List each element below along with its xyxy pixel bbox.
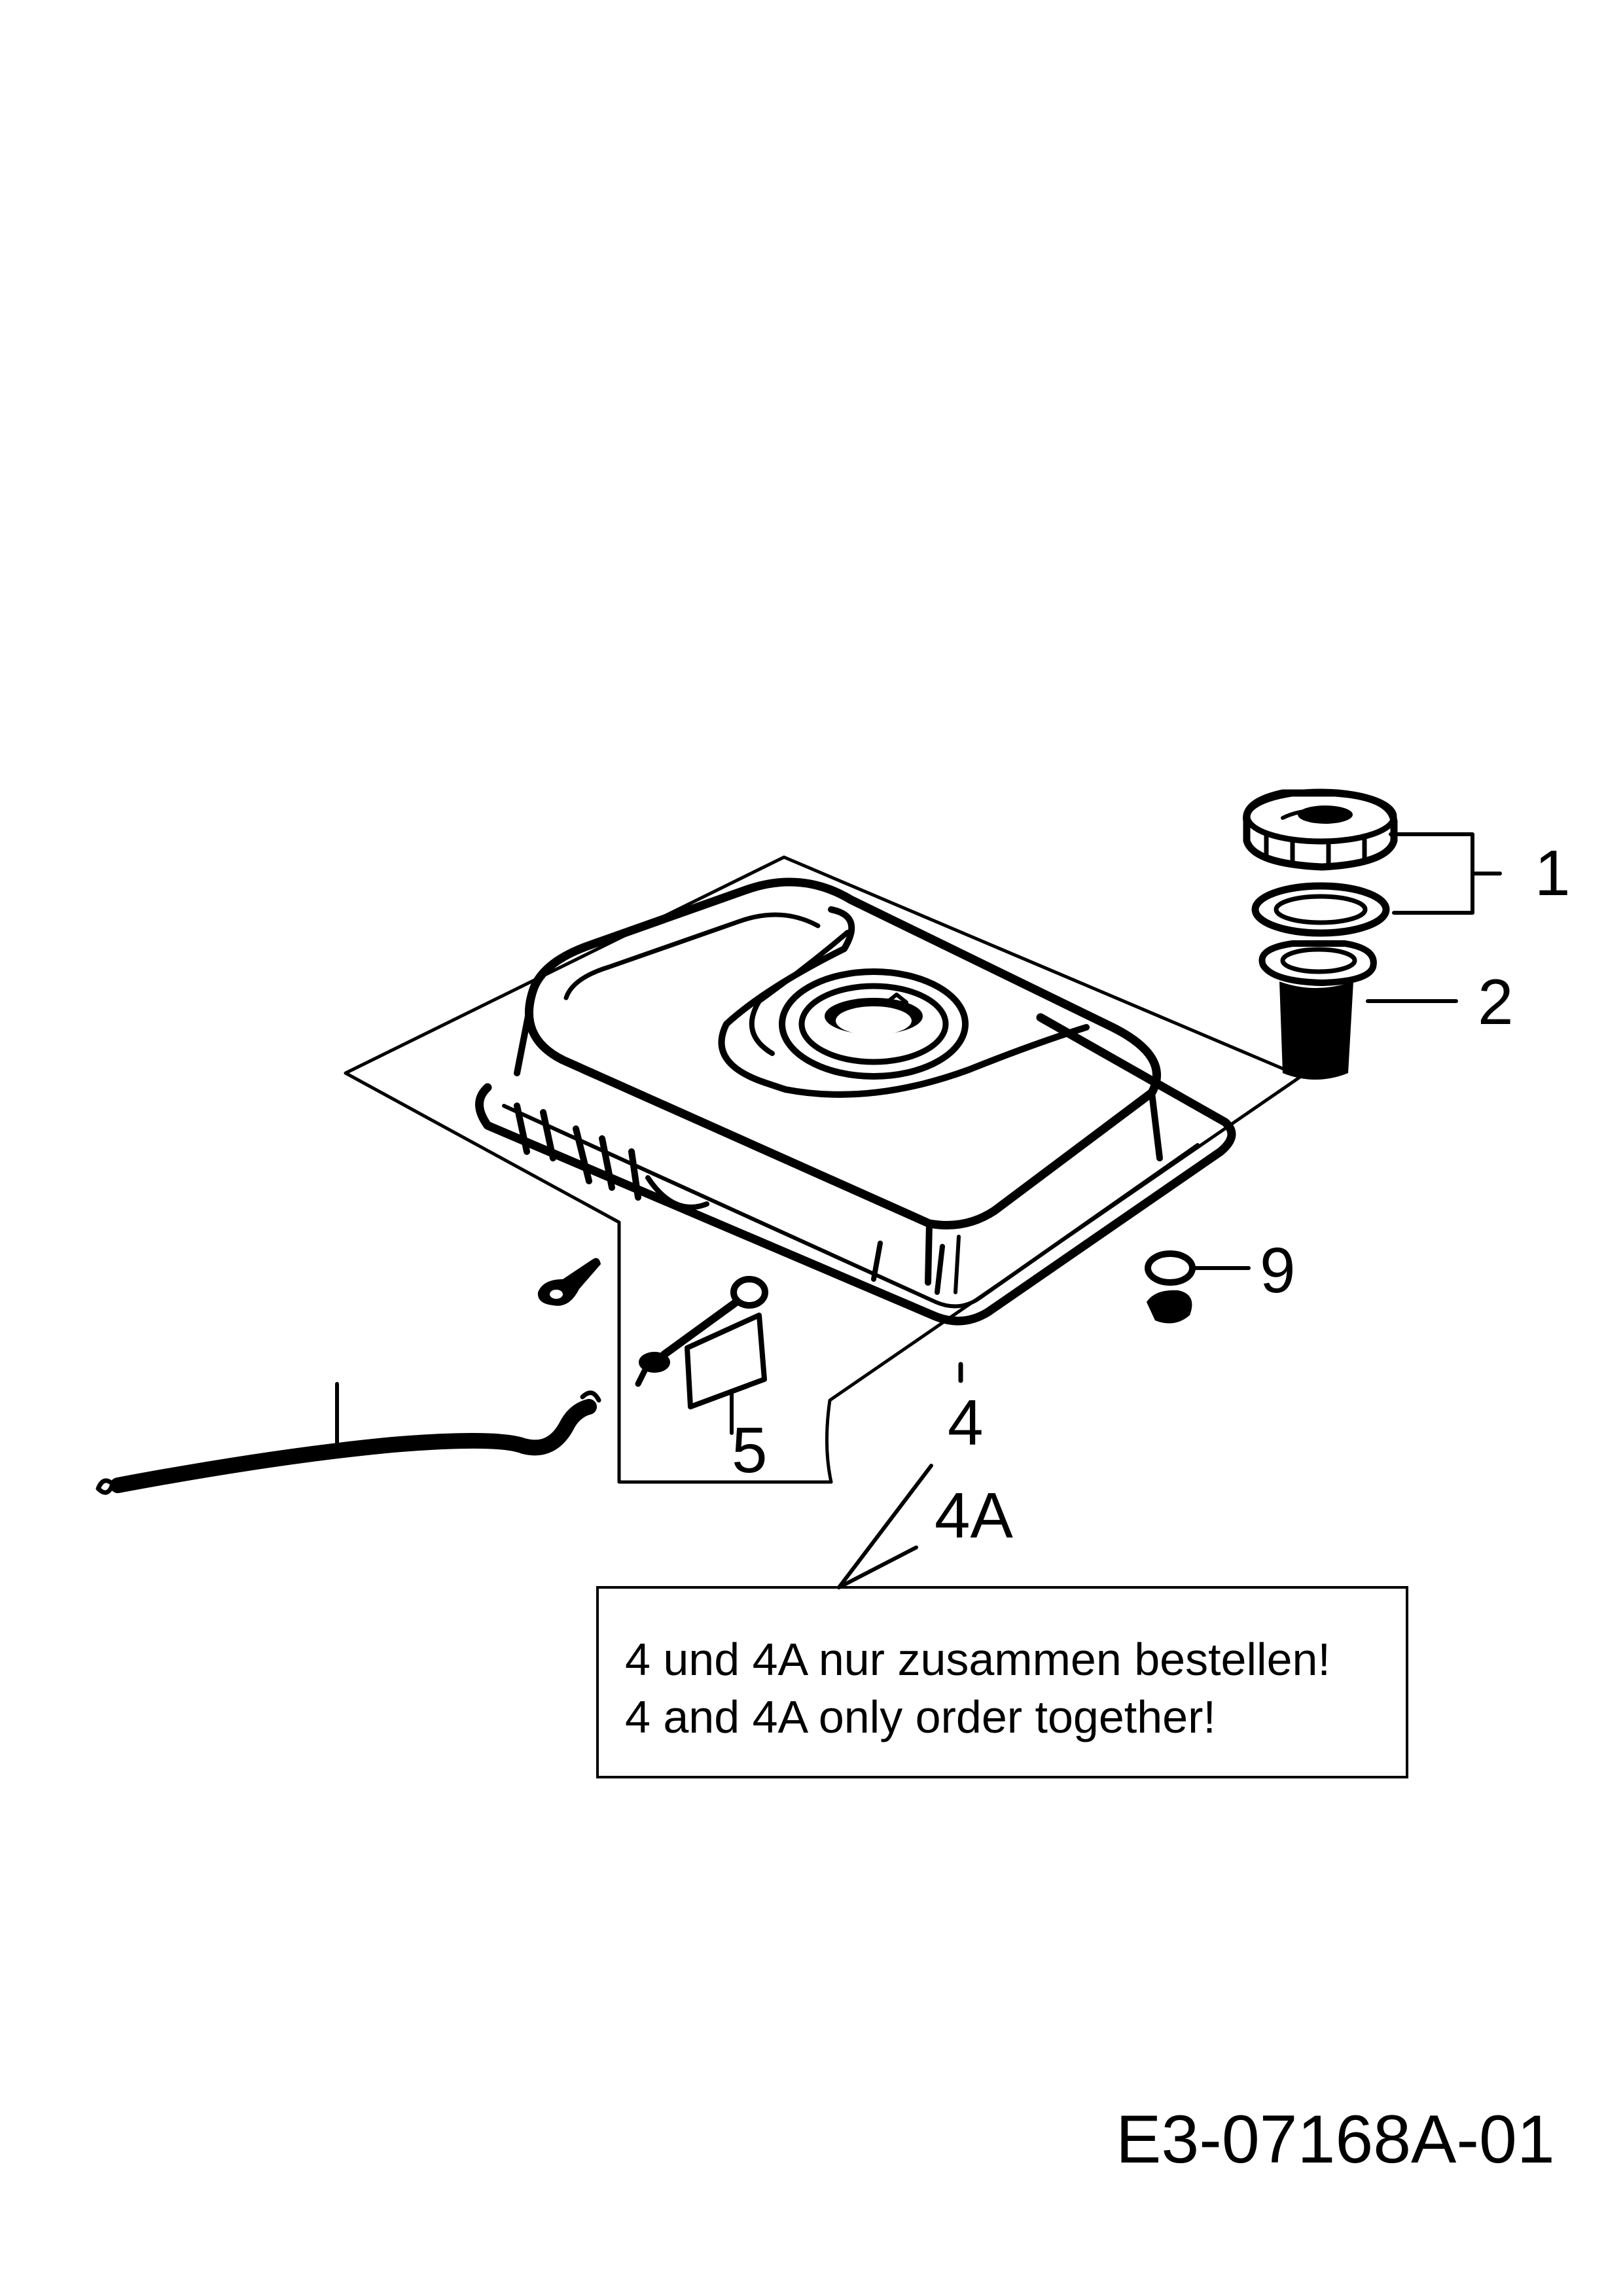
callout-5: 5 bbox=[732, 1414, 768, 1486]
cap-gasket bbox=[1251, 882, 1390, 937]
callout-9: 9 bbox=[1260, 1234, 1296, 1306]
callout-4: 4 bbox=[948, 1386, 984, 1458]
fuel-tank bbox=[344, 855, 1303, 1484]
fuel-cap bbox=[1243, 788, 1398, 871]
leader-lines bbox=[837, 832, 1502, 1589]
hose-clamp bbox=[537, 1258, 601, 1306]
note-line-english: 4 and 4A only order together! bbox=[625, 1691, 1216, 1742]
drain-washer bbox=[1145, 1250, 1196, 1324]
note-line-german: 4 und 4A nur zusammen bestellen! bbox=[625, 1634, 1330, 1685]
order-note-box: 4 und 4A nur zusammen bestellen! 4 and 4… bbox=[596, 1586, 1408, 1778]
fuel-strainer bbox=[1258, 940, 1377, 1080]
callout-1: 1 bbox=[1535, 837, 1571, 909]
callout-2: 2 bbox=[1478, 966, 1514, 1038]
callout-4a: 4A bbox=[935, 1479, 1014, 1551]
drawing-code: E3-07168A-01 bbox=[1116, 2102, 1555, 2178]
fuel-valve bbox=[635, 1276, 768, 1435]
fuel-hose bbox=[96, 1382, 601, 1495]
